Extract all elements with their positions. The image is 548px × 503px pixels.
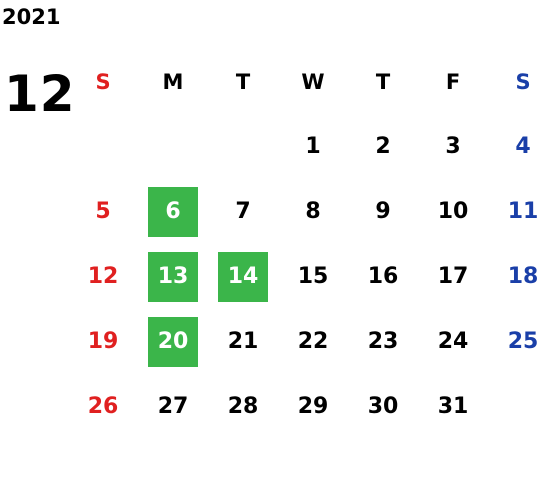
day-cell[interactable]: 2 — [375, 134, 391, 159]
month-number: 12 — [4, 65, 76, 123]
day-cell[interactable]: 9 — [375, 199, 391, 224]
day-cell[interactable]: 16 — [367, 264, 399, 289]
day-cell[interactable]: 4 — [515, 134, 531, 159]
day-cell[interactable]: 29 — [297, 394, 329, 419]
day-cell[interactable]: 1 — [305, 134, 321, 159]
weekday-friday: F — [445, 69, 461, 94]
day-cell[interactable]: 15 — [297, 264, 329, 289]
calendar-grid: S M T W T F S 1 2 3 4 5 6 7 8 9 10 11 12… — [68, 49, 548, 439]
day-cell[interactable]: 30 — [367, 394, 399, 419]
weekday-saturday: S — [515, 69, 531, 94]
day-cell[interactable]: 31 — [437, 394, 469, 419]
weekday-tuesday: T — [235, 69, 251, 94]
day-cell[interactable]: 8 — [305, 199, 321, 224]
weekday-wednesday: W — [301, 69, 325, 94]
day-cell[interactable]: 12 — [87, 264, 119, 289]
weekday-monday: M — [162, 69, 184, 94]
year-label: 2021 — [2, 5, 61, 29]
day-cell[interactable]: 25 — [507, 329, 539, 354]
day-cell[interactable]: 27 — [157, 394, 189, 419]
day-cell-highlighted[interactable]: 13 — [138, 244, 208, 309]
day-cell[interactable]: 18 — [507, 264, 539, 289]
day-cell[interactable]: 10 — [437, 199, 469, 224]
week-row: 12 13 14 15 16 17 18 — [68, 244, 548, 309]
day-cell[interactable]: 24 — [437, 329, 469, 354]
day-cell[interactable]: 11 — [507, 199, 539, 224]
week-row: 19 20 21 22 23 24 25 — [68, 309, 548, 374]
day-cell[interactable]: 5 — [95, 199, 111, 224]
weekday-sunday: S — [95, 69, 111, 94]
day-cell[interactable]: 22 — [297, 329, 329, 354]
week-row: 26 27 28 29 30 31 — [68, 374, 548, 439]
week-row: 5 6 7 8 9 10 11 — [68, 179, 548, 244]
day-cell[interactable]: 19 — [87, 329, 119, 354]
day-cell[interactable]: 3 — [445, 134, 461, 159]
day-cell — [208, 114, 278, 179]
week-row: 1 2 3 4 — [68, 114, 548, 179]
weekday-header-row: S M T W T F S — [68, 49, 548, 114]
day-cell — [488, 374, 548, 439]
day-cell-highlighted[interactable]: 14 — [208, 244, 278, 309]
weekday-thursday: T — [375, 69, 391, 94]
day-cell-highlighted[interactable]: 20 — [138, 309, 208, 374]
day-cell-highlighted[interactable]: 6 — [138, 179, 208, 244]
day-cell — [138, 114, 208, 179]
day-cell[interactable]: 23 — [367, 329, 399, 354]
day-cell[interactable]: 17 — [437, 264, 469, 289]
day-cell[interactable]: 7 — [235, 199, 251, 224]
day-cell[interactable]: 28 — [227, 394, 259, 419]
day-cell — [68, 114, 138, 179]
day-cell[interactable]: 21 — [227, 329, 259, 354]
day-cell[interactable]: 26 — [87, 394, 119, 419]
